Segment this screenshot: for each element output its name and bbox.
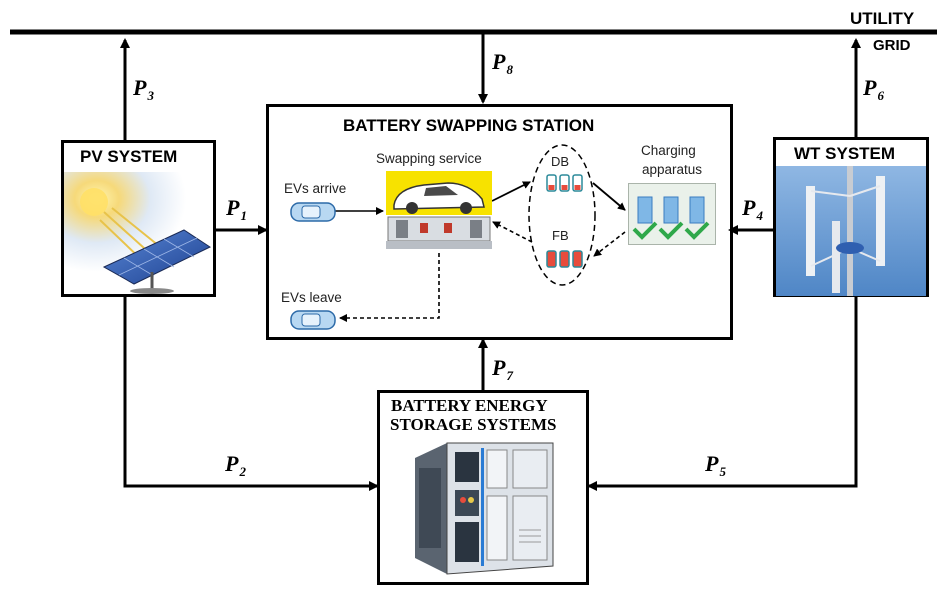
p5-main: P (705, 451, 719, 476)
p1-sub: 1 (240, 208, 247, 223)
wind-turbine-image (776, 166, 926, 296)
p6-label: P6 (863, 75, 884, 103)
p2-sub: 2 (239, 464, 246, 479)
bess-box: BATTERY ENERGY STORAGE SYSTEMS (377, 390, 589, 585)
bess-title-line1: BATTERY ENERGY (391, 396, 548, 415)
p5-line (587, 296, 858, 491)
battery-pool-ellipse (528, 144, 596, 286)
wt-system-title: WT SYSTEM (794, 144, 896, 163)
bess-title-line2: STORAGE SYSTEMS (390, 415, 557, 434)
p3-label: P3 (133, 75, 154, 103)
battery-storage-cabinet-image (415, 442, 554, 575)
p3-main: P (133, 75, 147, 100)
p5-sub: 5 (719, 464, 726, 479)
swapping-service-label: Swapping service (376, 151, 482, 166)
p8-sub: 8 (506, 62, 513, 77)
leave-arrow (339, 253, 440, 322)
wt-system-box: WT SYSTEM (773, 137, 929, 297)
ev-arrive-car-icon (290, 202, 336, 222)
p6-main: P (863, 75, 877, 100)
charging-label-line1: Charging (641, 143, 696, 158)
p5-label: P5 (705, 451, 726, 479)
p7-main: P (492, 355, 506, 380)
p3-sub: 3 (147, 88, 154, 103)
evs-leave-label: EVs leave (281, 290, 342, 305)
solar-panel-image (64, 172, 213, 294)
station-title: BATTERY SWAPPING STATION (343, 116, 595, 135)
p2-main: P (225, 451, 239, 476)
p2-line (123, 296, 379, 491)
swap-to-db-arrow (491, 181, 531, 202)
charging-apparatus-icon (628, 183, 716, 245)
p1-label: P1 (226, 195, 247, 223)
evs-arrive-label: EVs arrive (284, 181, 347, 196)
p8-main: P (492, 49, 506, 74)
db-to-charger-arrow (592, 182, 626, 211)
full-batteries-icon (546, 250, 583, 268)
fb-label: FB (552, 228, 569, 243)
p4-label: P4 (742, 195, 763, 223)
fb-to-swap-arrow (492, 221, 533, 243)
pv-system-title: PV SYSTEM (80, 147, 178, 166)
p1-main: P (226, 195, 240, 220)
utility-label: UTILITY (850, 9, 915, 28)
pv-system-box: PV SYSTEM (61, 140, 216, 297)
p2-label: P2 (225, 451, 246, 479)
p6-sub: 6 (877, 88, 884, 103)
p4-sub: 4 (756, 208, 763, 223)
p7-sub: 7 (506, 368, 513, 383)
p8-label: P8 (492, 49, 513, 77)
db-label: DB (551, 154, 570, 169)
ev-leave-car-icon (290, 310, 336, 330)
charging-label-line2: apparatus (642, 162, 703, 177)
p4-main: P (742, 195, 756, 220)
swapping-service-car-icon (386, 171, 492, 249)
p7-label: P7 (492, 355, 513, 383)
depleted-batteries-icon (546, 174, 583, 192)
grid-label: GRID (873, 37, 911, 54)
